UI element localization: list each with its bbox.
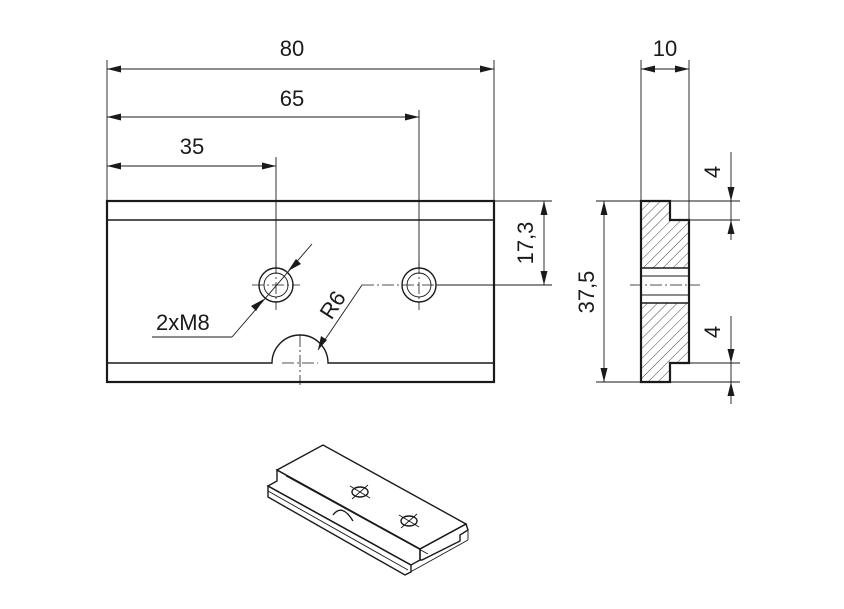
- dim-35-arrow-left: [107, 162, 121, 170]
- section-hatch-top: [641, 201, 689, 268]
- groove-line-bottom-with-notch: [107, 334, 494, 364]
- radius-label: R6: [315, 286, 351, 323]
- iso-right-end: [419, 522, 469, 561]
- dim-10-arrow-right: [675, 65, 689, 73]
- dim-4-bottom-label: 4: [700, 326, 725, 338]
- iso-hole-1: [351, 486, 369, 498]
- dim-17-label: 17,3: [513, 222, 538, 265]
- iso-hole-2-cl-b: [400, 513, 418, 529]
- dim-80-arrow-left: [107, 65, 121, 73]
- dim-4-top-arrow-upper: [727, 187, 735, 201]
- dim-65-arrow-left: [107, 113, 121, 121]
- dim-80-label: 80: [280, 36, 304, 61]
- iso-notch: [332, 509, 354, 522]
- isometric-view: [266, 444, 469, 576]
- iso-hole-1-cl-b: [351, 484, 369, 500]
- dim-35-label: 35: [180, 134, 204, 159]
- dim-10-label: 10: [653, 36, 677, 61]
- dim-17-arrow-bottom: [540, 271, 548, 285]
- iso-right-edge: [404, 539, 469, 576]
- dim-35-arrow-right: [262, 162, 276, 170]
- dim-37-label: 37,5: [574, 271, 599, 314]
- iso-left-ledge: [266, 468, 421, 566]
- section-hatch-bottom: [641, 303, 689, 382]
- dim-10-arrow-left: [641, 65, 655, 73]
- dim-37-arrow-bottom: [600, 368, 608, 382]
- thread-leader-arrow-2: [288, 259, 301, 271]
- dim-65-arrow-right: [405, 113, 419, 121]
- iso-front-edge: [267, 490, 409, 571]
- dim-65-label: 65: [280, 86, 304, 111]
- front-view-outline: [105, 199, 496, 384]
- dim-4-top-label: 4: [700, 166, 725, 178]
- thread-leader-diagonal: [231, 243, 313, 338]
- iso-front-face: [267, 484, 412, 576]
- iso-hole-2: [400, 515, 418, 527]
- iso-top-face: [275, 444, 468, 550]
- thread-label: 2xM8: [156, 310, 210, 335]
- dim-4-top-arrow-lower: [727, 220, 735, 234]
- dim-17-arrow-top: [540, 201, 548, 215]
- radius-leader-arrow: [318, 336, 327, 350]
- front-view: 80 65 35 17,3 2xM8 R6: [105, 36, 552, 385]
- dim-37-arrow-top: [600, 201, 608, 215]
- dim-4-bottom-arrow-upper: [727, 349, 735, 363]
- dim-80-arrow-right: [480, 65, 494, 73]
- iso-groove-line: [285, 475, 429, 555]
- side-view: 10 37,5 4 4: [574, 36, 740, 404]
- dim-4-bottom-arrow-lower: [727, 382, 735, 396]
- thread-leader-arrow-1: [251, 299, 264, 311]
